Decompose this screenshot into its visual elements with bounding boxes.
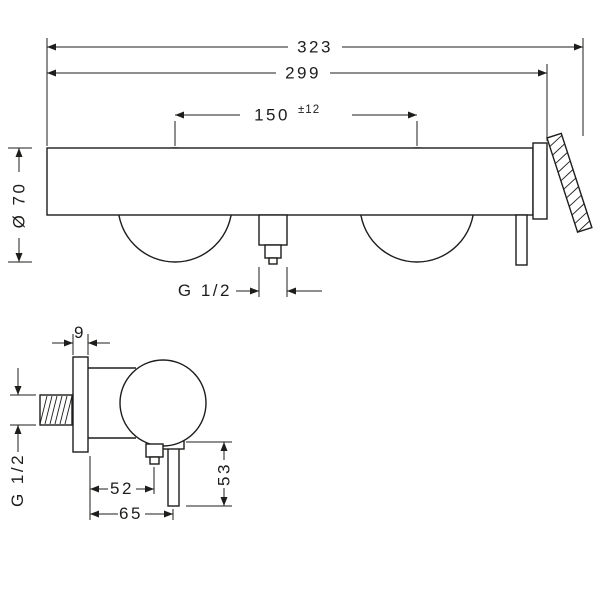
outlet-fitting-lower bbox=[264, 244, 282, 259]
dim-body-width: 299 bbox=[47, 64, 548, 141]
dim-inlet-thread-value: G 1/2 bbox=[8, 453, 27, 507]
dim-overall-width-value: 323 bbox=[297, 38, 333, 57]
dim-wall-to-outlet-value: 52 bbox=[110, 479, 134, 498]
dim-wall-to-outlet: 52 bbox=[89, 456, 155, 520]
dim-plate-depth: 9 bbox=[52, 323, 110, 355]
side-outlet-fitting bbox=[145, 443, 164, 465]
side-outlet-upper bbox=[145, 443, 164, 458]
dim-escutcheon-diameter: Ø 70 bbox=[8, 147, 32, 263]
dim-body-width-value: 299 bbox=[285, 64, 321, 83]
dim-handle-length: 53 bbox=[186, 441, 234, 507]
dim-plate-depth-value: 9 bbox=[74, 323, 86, 342]
handle-lever-outline bbox=[546, 132, 593, 234]
dim-wall-to-handle-value: 65 bbox=[119, 504, 143, 523]
dim-inlet-thread: G 1/2 bbox=[8, 368, 36, 507]
thread-hatching bbox=[39, 395, 73, 425]
handle-lever-swung bbox=[546, 132, 593, 234]
dim-outlet-thread: G 1/2 bbox=[178, 267, 322, 300]
side-outlet-lower bbox=[149, 456, 160, 465]
escutcheon-plate bbox=[72, 356, 89, 453]
outlet-fitting-nub bbox=[268, 257, 278, 265]
dim-outlet-thread-value: G 1/2 bbox=[178, 281, 232, 300]
dim-handle-length-value: 53 bbox=[215, 462, 234, 486]
valve-body-circle bbox=[119, 359, 207, 447]
front-view: 323 299 150 ±12 Ø 70 bbox=[8, 38, 593, 300]
dim-connection-centers: 150 ±12 bbox=[174, 104, 418, 146]
dim-connection-centers-value: 150 bbox=[254, 106, 290, 125]
handle-lever-hatching bbox=[549, 134, 591, 233]
shower-outlet-fitting bbox=[258, 214, 288, 265]
dim-escutcheon-diameter-value: Ø 70 bbox=[10, 182, 29, 229]
dim-overall-width: 323 bbox=[46, 38, 584, 146]
side-view: 9 G 1/2 52 65 bbox=[8, 323, 234, 523]
mixer-body-bar bbox=[46, 147, 534, 216]
handle-shaft bbox=[167, 441, 180, 507]
dim-connection-tolerance-value: ±12 bbox=[298, 104, 320, 116]
handle-down-position-pin bbox=[515, 214, 528, 266]
handle-base-cap bbox=[532, 142, 548, 220]
outlet-fitting-upper bbox=[258, 214, 288, 246]
threaded-inlet-nipple bbox=[39, 394, 73, 426]
dim-wall-to-handle: 65 bbox=[90, 504, 174, 523]
